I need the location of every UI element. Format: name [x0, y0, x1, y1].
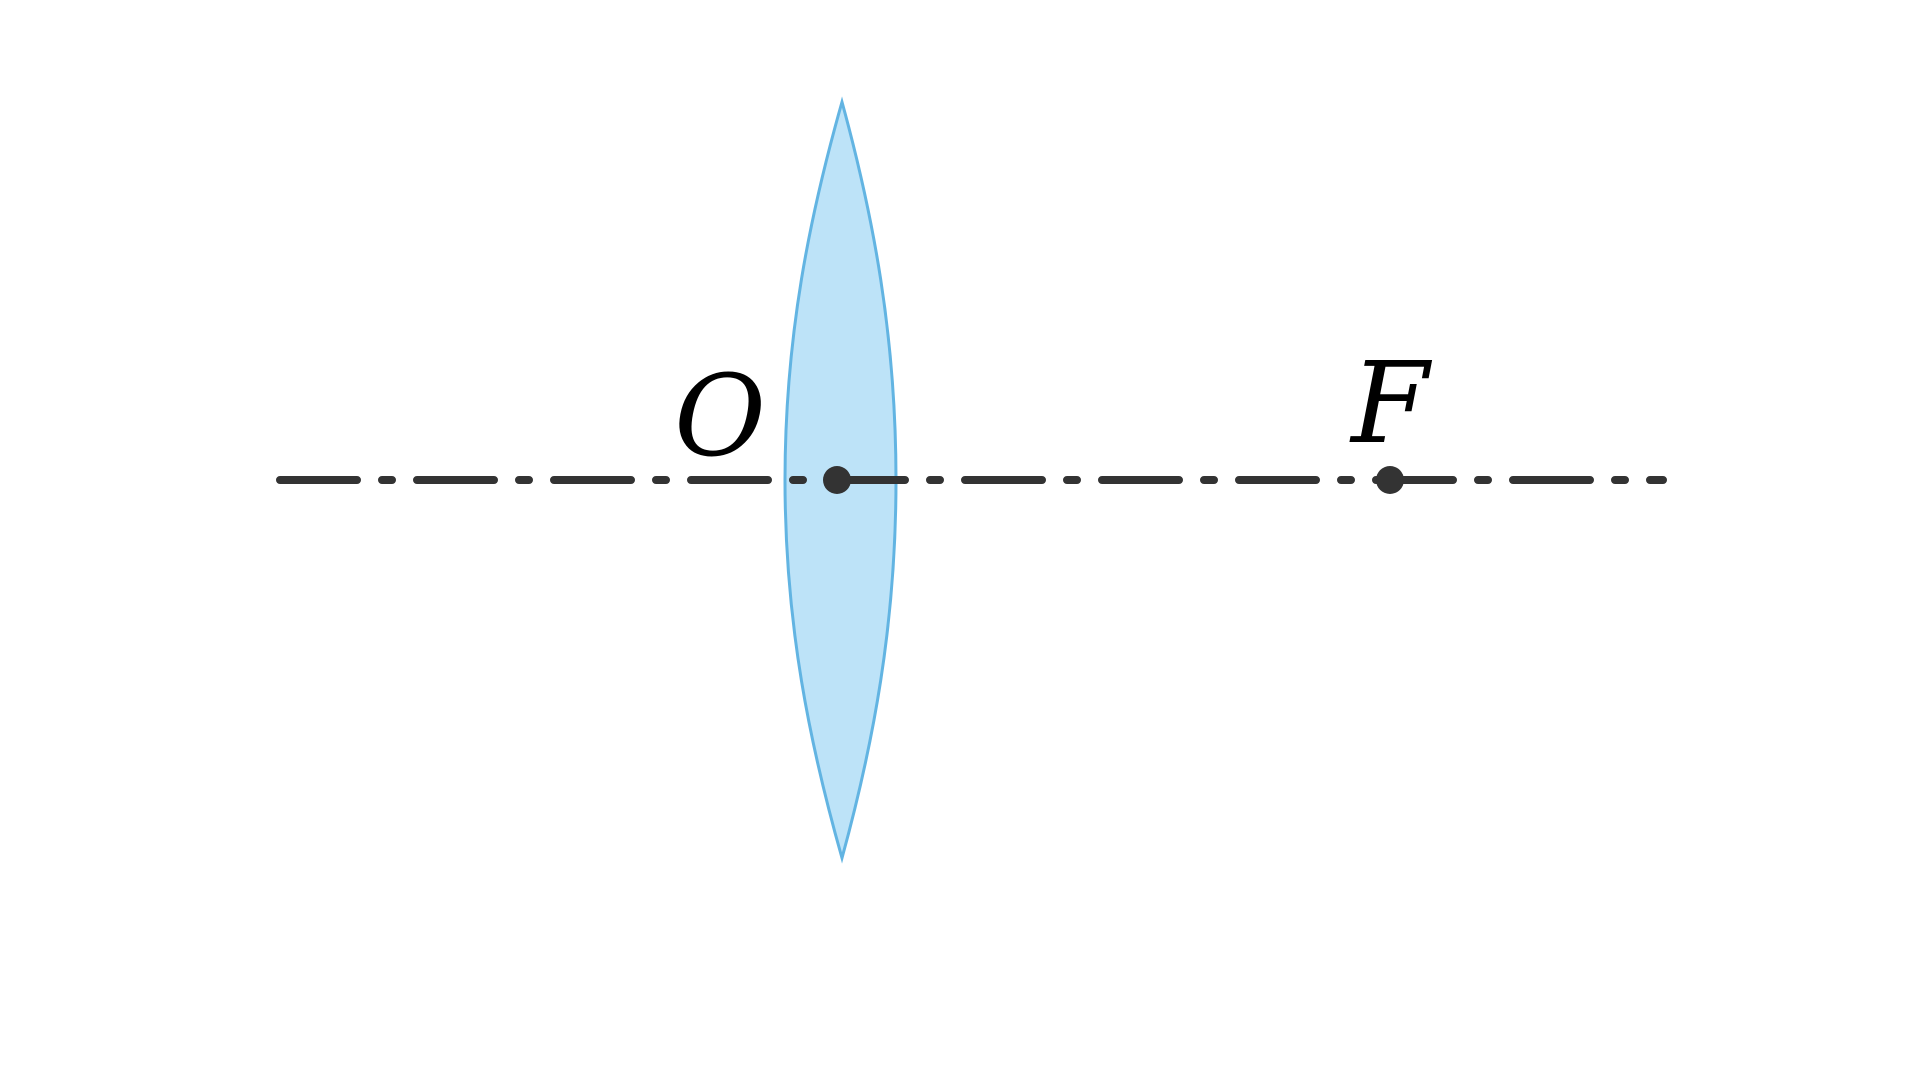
- focal-point-label: F: [1349, 339, 1432, 469]
- focal-point: [1376, 466, 1404, 494]
- optical-center-label: O: [674, 352, 766, 482]
- optical-center-point: [823, 466, 851, 494]
